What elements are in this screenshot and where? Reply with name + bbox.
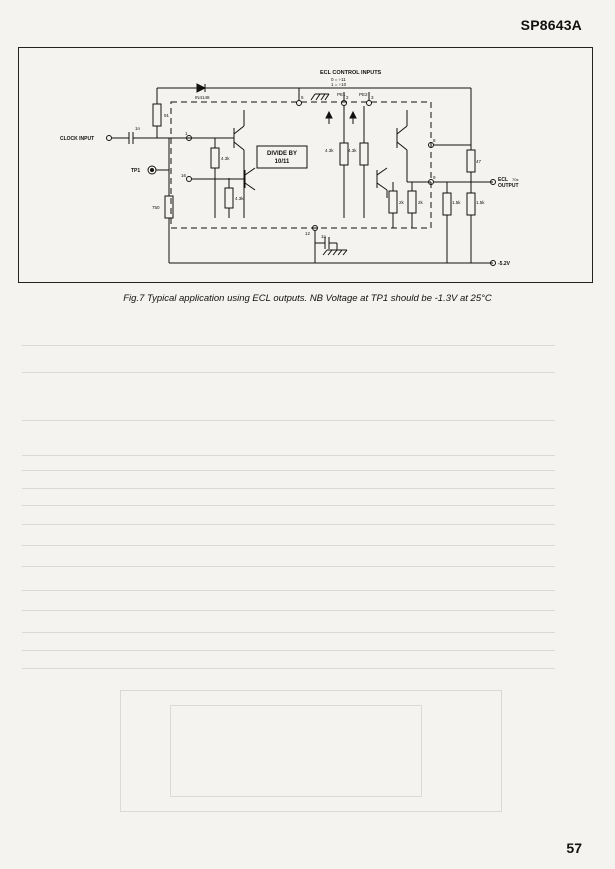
ecl-output-sym: 70s [512,177,518,182]
circuit-schematic: ECL CONTROL INPUTS 0 = ÷11 1 = ÷10 PE1 P… [60,70,519,267]
r-750-value: 750 [152,205,160,210]
pin-16: 16 [181,173,187,178]
r-47-value: 47 [476,159,482,164]
supply-voltage-label: -5.2V [498,261,511,267]
pin-2: 2 [346,95,349,100]
pin-5: 5 [301,95,304,100]
ecl-output-label-1: ECL [498,177,508,183]
r-91-value: 91 [164,113,170,118]
tp1-label: TP1 [131,168,140,174]
r-43k-c-value: 4.3k [325,148,334,153]
mode-10-label: 1 = ÷10 [331,82,347,87]
pe2-label: PE2 [359,92,368,97]
ecl-control-inputs-label: ECL CONTROL INPUTS [320,70,382,76]
r-43k-a-value: 4.3k [221,156,230,161]
clock-input-label: CLOCK INPUT [60,136,94,142]
diode-label: IN4148 [195,95,210,100]
divider-line1: DIVIDE BY [267,151,297,157]
pin-1: 1 [185,131,188,136]
r-2k-a-value: 2k [399,200,405,205]
r-15k-a-value: 1.5k [452,200,461,205]
mode-11-label: 0 = ÷11 [331,77,346,82]
divider-block [256,145,308,169]
ic-outline [170,101,432,229]
pin-3: 3 [371,95,374,100]
c-dec-value: 1n [321,234,327,239]
c-in-value: 1n [135,126,141,131]
r-15k-b-value: 1.5k [476,200,485,205]
divider-line2: 10/11 [275,159,290,165]
figure-caption: Fig.7 Typical application using ECL outp… [123,293,492,304]
r-43k-b-value: 4.3k [235,196,244,201]
pin-12: 12 [305,231,311,236]
pin-8: 8 [433,138,436,143]
ecl-output-label-2: OUTPUT [498,183,519,189]
circuit-figure: ECL CONTROL INPUTS 0 = ÷11 1 = ÷10 PE1 P… [18,47,593,283]
r-43k-d-value: 4.3k [348,148,357,153]
r-2k-b-value: 2k [418,200,424,205]
part-number-header: SP8643A [520,17,582,33]
page-number: 57 [566,840,582,856]
pe1-label: PE1 [337,92,346,97]
pin-9: 9 [433,175,436,180]
